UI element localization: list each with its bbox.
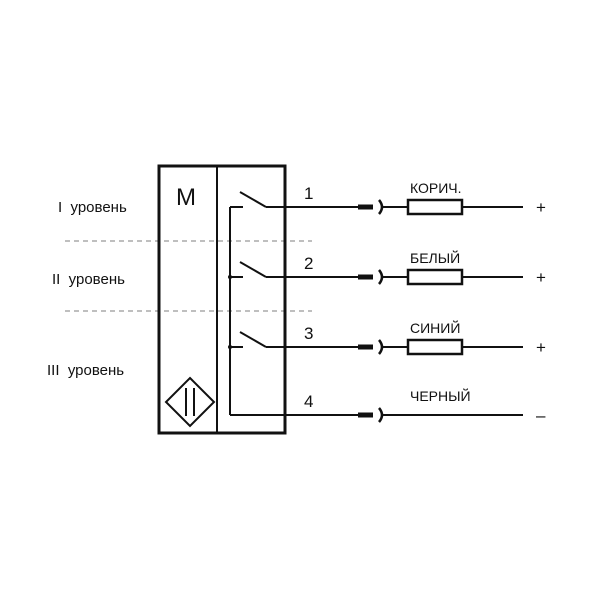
polarity-label: + <box>536 338 546 357</box>
load-resistor <box>406 198 464 216</box>
switch-contact <box>239 191 267 208</box>
polarity-label: + <box>536 198 546 217</box>
level-label-3: III уровень <box>47 362 124 379</box>
wire-color-label: КОРИЧ. <box>410 180 462 196</box>
level-label-1: I уровень <box>58 199 127 216</box>
wire-color-label: СИНИЙ <box>410 319 460 336</box>
connector-socket-icon <box>378 407 384 423</box>
connector-socket-icon <box>378 199 384 215</box>
wire-1: 1 КОРИЧ. + <box>239 180 546 217</box>
switch-contact <box>239 331 267 348</box>
switch-contact <box>239 261 267 278</box>
load-resistor <box>406 338 464 356</box>
connector-socket-icon <box>378 269 384 285</box>
wire-color-label: БЕЛЫЙ <box>410 249 460 266</box>
wire-3: 3 СИНИЙ + <box>239 319 546 357</box>
wire-2: 2 БЕЛЫЙ + <box>239 249 546 287</box>
wire-number: 4 <box>304 392 313 411</box>
sensor-housing <box>157 164 287 435</box>
polarity-label: – <box>536 406 546 425</box>
wire-color-label: ЧЕРНЫЙ <box>410 387 471 404</box>
junction-dot <box>228 345 232 349</box>
wire-number: 3 <box>304 324 313 343</box>
connector-socket-icon <box>378 339 384 355</box>
wire-4: 4 ЧЕРНЫЙ – <box>230 387 546 425</box>
polarity-label: + <box>536 268 546 287</box>
level-label-2: II уровень <box>52 271 125 288</box>
wire-number: 1 <box>304 184 313 203</box>
device-label: M <box>176 184 196 211</box>
capacitive-sensor-icon <box>164 376 216 428</box>
load-resistor <box>406 268 464 286</box>
junction-dot <box>228 275 232 279</box>
wire-number: 2 <box>304 254 313 273</box>
